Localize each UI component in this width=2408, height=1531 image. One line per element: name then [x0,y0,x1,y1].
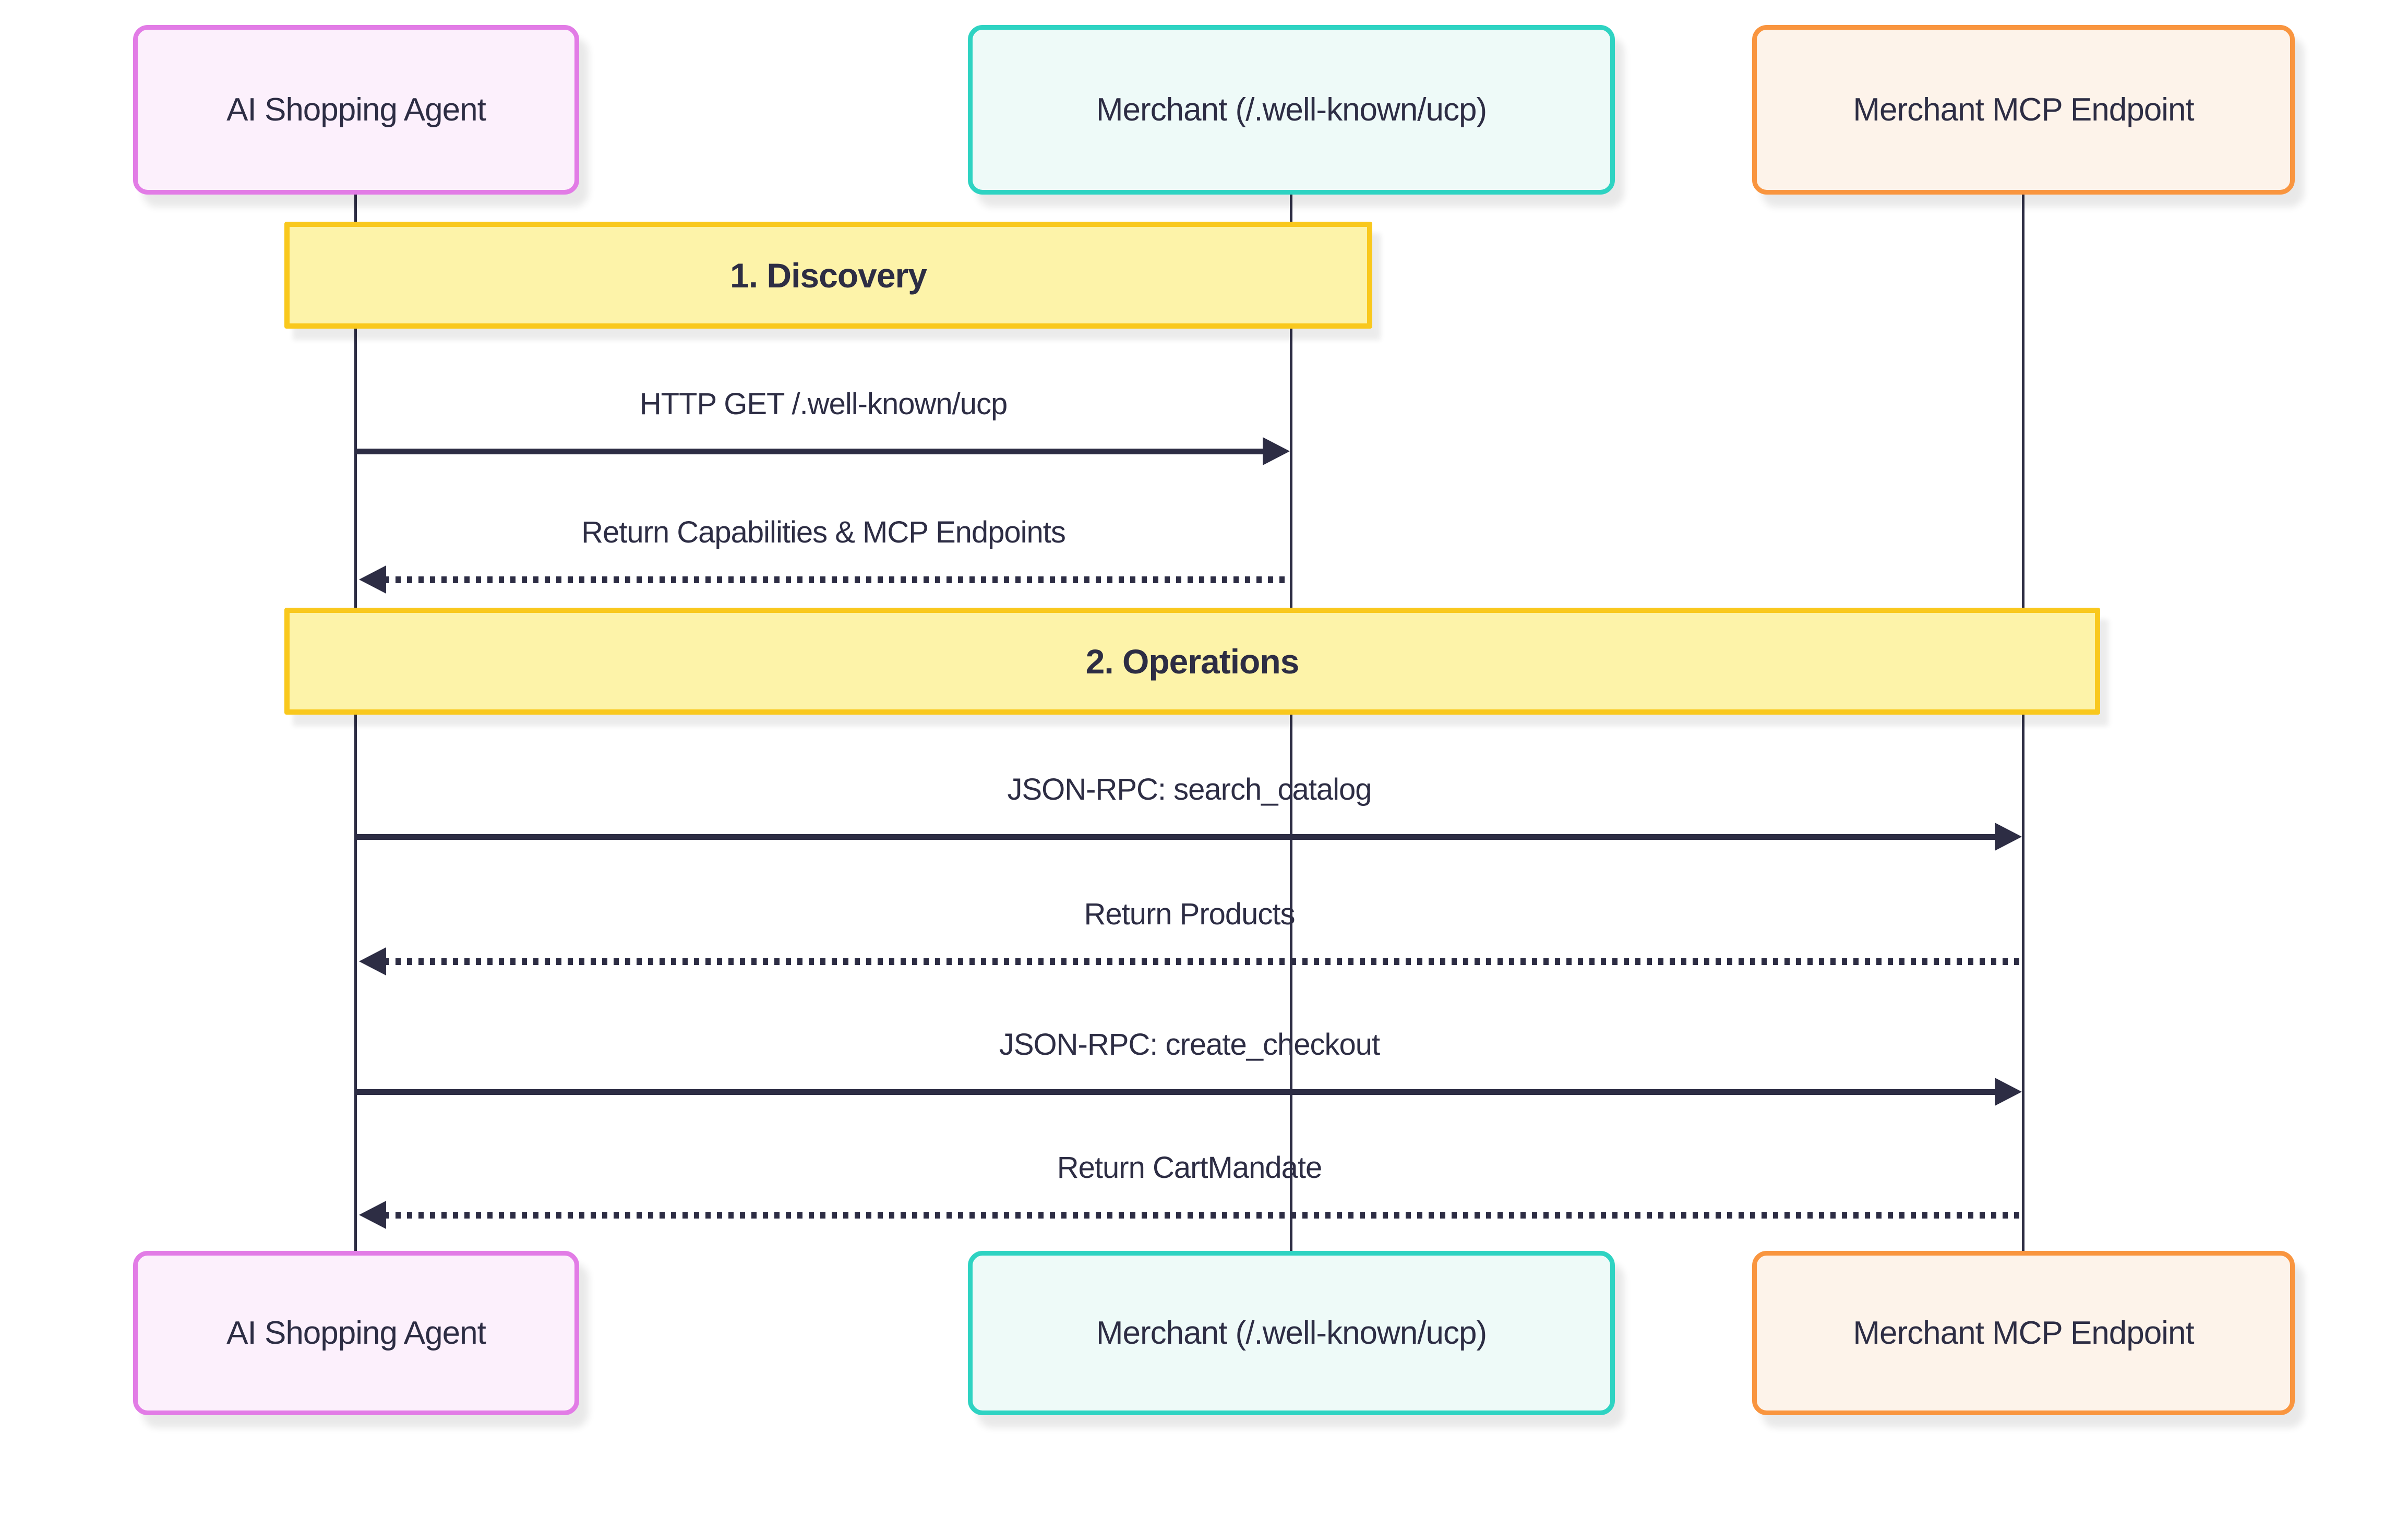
lifeline-merchant-mcp-endpoint [2022,193,2024,1251]
message-label-return-products: Return Products [1084,897,1295,931]
actor-box-merchant-mcp-endpoint-bottom: Merchant MCP Endpoint [1752,1251,2295,1415]
arrowhead-right-icon [1263,437,1290,465]
actor-label-merchant: Merchant (/.well-known/ucp) [1096,1315,1487,1351]
actor-label-merchant-mcp-endpoint: Merchant MCP Endpoint [1853,1315,2194,1351]
message-label-return-capabilities-mcp-endpoints: Return Capabilities & MCP Endpoints [581,515,1066,549]
arrowhead-left-icon [359,947,386,975]
message-label-http-get-well-known-ucp: HTTP GET /.well-known/ucp [639,387,1008,421]
actor-label-ai-shopping-agent: AI Shopping Agent [226,92,486,128]
section-title-discovery: 1. Discovery [730,256,927,295]
actor-label-merchant: Merchant (/.well-known/ucp) [1096,92,1487,128]
lifeline-ai-shopping-agent [354,193,357,1251]
arrowhead-right-icon [1995,823,2022,851]
actor-box-merchant-bottom: Merchant (/.well-known/ucp) [968,1251,1615,1415]
actor-label-ai-shopping-agent: AI Shopping Agent [226,1315,486,1351]
actor-label-merchant-mcp-endpoint: Merchant MCP Endpoint [1853,92,2194,128]
section-title-operations: 2. Operations [1085,642,1300,681]
message-arrow-search-catalog [357,834,1995,840]
message-label-json-rpc-create-checkout: JSON-RPC: create_checkout [999,1028,1380,1062]
actor-box-merchant-top: Merchant (/.well-known/ucp) [968,25,1615,195]
message-arrow-return-cartmandate [384,1212,2022,1219]
arrowhead-right-icon [1995,1078,2022,1106]
actor-box-merchant-mcp-endpoint-top: Merchant MCP Endpoint [1752,25,2295,195]
message-label-return-cartmandate: Return CartMandate [1057,1151,1322,1185]
actor-box-ai-shopping-agent-top: AI Shopping Agent [133,25,579,195]
arrowhead-left-icon [359,565,386,594]
message-label-json-rpc-search-catalog: JSON-RPC: search_catalog [1007,773,1372,806]
actor-box-ai-shopping-agent-bottom: AI Shopping Agent [133,1251,579,1415]
section-band-discovery: 1. Discovery [284,222,1372,329]
message-arrow-create-checkout [357,1089,1995,1095]
section-band-operations: 2. Operations [284,608,2100,715]
message-arrow-return-capabilities [384,576,1290,583]
lifeline-merchant [1290,193,1292,1251]
arrowhead-left-icon [359,1201,386,1229]
message-arrow-return-products [384,958,2022,965]
message-arrow-http-get [357,449,1263,454]
